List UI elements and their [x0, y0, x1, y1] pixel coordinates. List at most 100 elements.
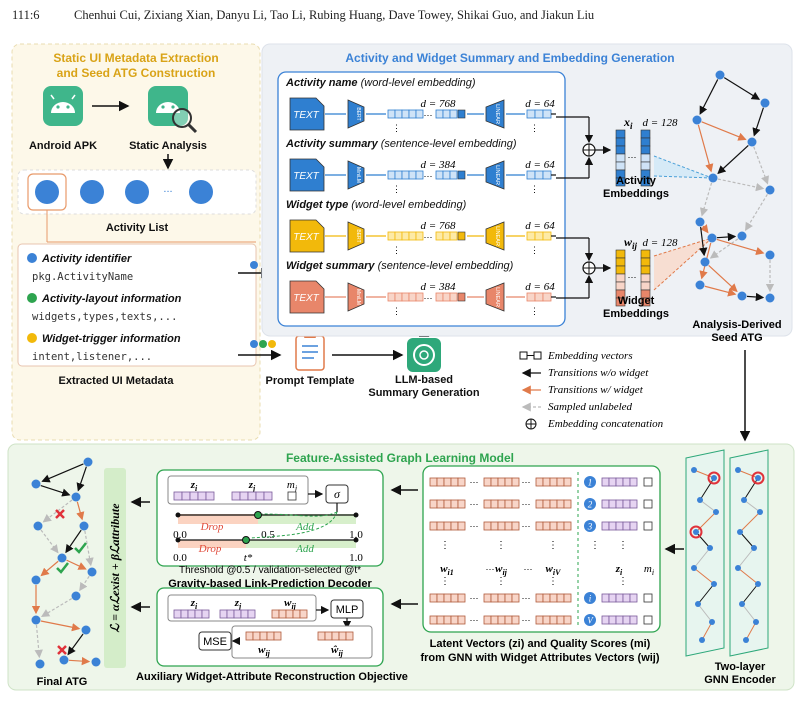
- gnn-node: [697, 497, 703, 503]
- output-dim-label: d = 64: [525, 98, 555, 110]
- vector-cell: [615, 129, 626, 139]
- vector-cell: [435, 170, 444, 180]
- vector-cell: [443, 477, 452, 487]
- add-label-1: Add: [295, 521, 314, 533]
- vector-cell: [601, 499, 610, 509]
- graph-node: [71, 492, 81, 502]
- grid-ellipsis: ⋯: [470, 593, 479, 603]
- vector-cell: [563, 521, 572, 531]
- graph-edge: [752, 107, 764, 137]
- gnn-edge: [739, 531, 755, 549]
- z-i-label: zi: [190, 479, 198, 493]
- gnn-edge: [739, 511, 761, 533]
- tick-05: 0.5: [261, 529, 275, 541]
- gnn-node: [743, 637, 749, 643]
- vector-cell: [511, 499, 520, 509]
- highlighted-node: [689, 525, 703, 539]
- vector-cell: [285, 609, 294, 619]
- vector-cell: [205, 491, 215, 501]
- gnn-edge: [743, 499, 761, 513]
- encoder-block: [347, 99, 365, 129]
- graph-node: [692, 115, 702, 125]
- vector-cell: [181, 491, 191, 501]
- vector-cell: [197, 491, 207, 501]
- vector-vertical-ellipsis: ⋮: [392, 184, 401, 194]
- grid-vertical-ellipsis: ⋮: [618, 540, 628, 551]
- node-index-badge: [584, 476, 596, 488]
- vector-cell: [615, 153, 626, 163]
- quality-score-cell: [643, 593, 653, 603]
- vector-cell: [534, 231, 544, 241]
- vector-vertical-ellipsis: ⋮: [530, 245, 539, 255]
- quality-score-cell: [287, 491, 297, 501]
- vector-cell: [615, 161, 626, 171]
- vector-cell: [608, 499, 617, 509]
- activity-node: [80, 180, 104, 204]
- gnn-node: [691, 565, 697, 571]
- gnn-node: [699, 637, 705, 643]
- vector-cell: [490, 615, 499, 625]
- grid-ellipsis: ⋯: [522, 499, 531, 509]
- activity-node: [35, 180, 59, 204]
- vector-cell: [483, 615, 492, 625]
- vector-cell: [534, 292, 544, 302]
- apk-label: Android APK: [29, 140, 97, 152]
- vector-cell: [497, 615, 506, 625]
- vector-cell: [497, 477, 506, 487]
- vector-cell: [435, 231, 444, 241]
- activity-node: [125, 180, 149, 204]
- highlighted-node: [707, 471, 721, 485]
- gnn-node: [707, 545, 713, 551]
- gnn-edge: [737, 469, 759, 479]
- gnn-edge: [741, 603, 757, 623]
- graph-edge: [699, 182, 713, 217]
- vector-cell: [608, 521, 617, 531]
- vector-cell: [601, 477, 610, 487]
- vector-cell: [640, 297, 651, 307]
- graph-edge: [745, 193, 768, 232]
- vector-cell: [490, 521, 499, 531]
- grid-ellipsis: ⋯: [524, 564, 533, 574]
- embedding-panel: Activity and Widget Summary and Embeddin…: [261, 43, 793, 337]
- vector-cell: [526, 292, 536, 302]
- latent-caption-1: Latent Vectors (zi) and Quality Scores (…: [430, 638, 651, 650]
- gnn-node: [751, 545, 757, 551]
- graph-edge: [701, 121, 747, 141]
- graph-edge: [66, 559, 87, 570]
- vector-cell: [615, 477, 624, 487]
- vector-cell: [442, 109, 451, 119]
- graph-node: [695, 280, 705, 290]
- vector-cell: [239, 491, 249, 501]
- vector-ellipsis: ⋯: [628, 272, 637, 282]
- latent-caption-2: from GNN with Widget Attributes Vectors …: [420, 652, 659, 664]
- vector-cell: [615, 499, 624, 509]
- activity-list-label: Activity List: [106, 222, 169, 234]
- graph-edge: [697, 124, 714, 173]
- tick-1-2: 1.0: [349, 552, 363, 564]
- w-ij-label: wij: [284, 597, 297, 611]
- vector-cell: [526, 109, 536, 119]
- graph-node: [765, 185, 775, 195]
- vector-cell: [273, 631, 282, 641]
- text-document-icon: [289, 280, 325, 314]
- graph-node: [79, 521, 89, 531]
- graph-node: [87, 567, 97, 577]
- vector-cell: [436, 477, 445, 487]
- vector-cell: [436, 499, 445, 509]
- gnn-node: [753, 619, 759, 625]
- vector-cell: [615, 273, 626, 283]
- vector-cell: [435, 292, 444, 302]
- vector-cell: [457, 109, 466, 119]
- vector-cell: [542, 109, 552, 119]
- gnn-node: [737, 529, 743, 535]
- gnn-edge: [697, 583, 715, 605]
- vector-cell: [622, 521, 631, 531]
- activity-vector-sub: i: [630, 121, 633, 131]
- vector-cell: [387, 109, 396, 119]
- svg-text:xi: xi: [623, 115, 633, 131]
- quality-score-cell: [643, 477, 653, 487]
- grid-vertical-ellipsis: ⋮: [496, 576, 506, 587]
- vector-cell: [483, 593, 492, 603]
- vector-cell: [563, 499, 572, 509]
